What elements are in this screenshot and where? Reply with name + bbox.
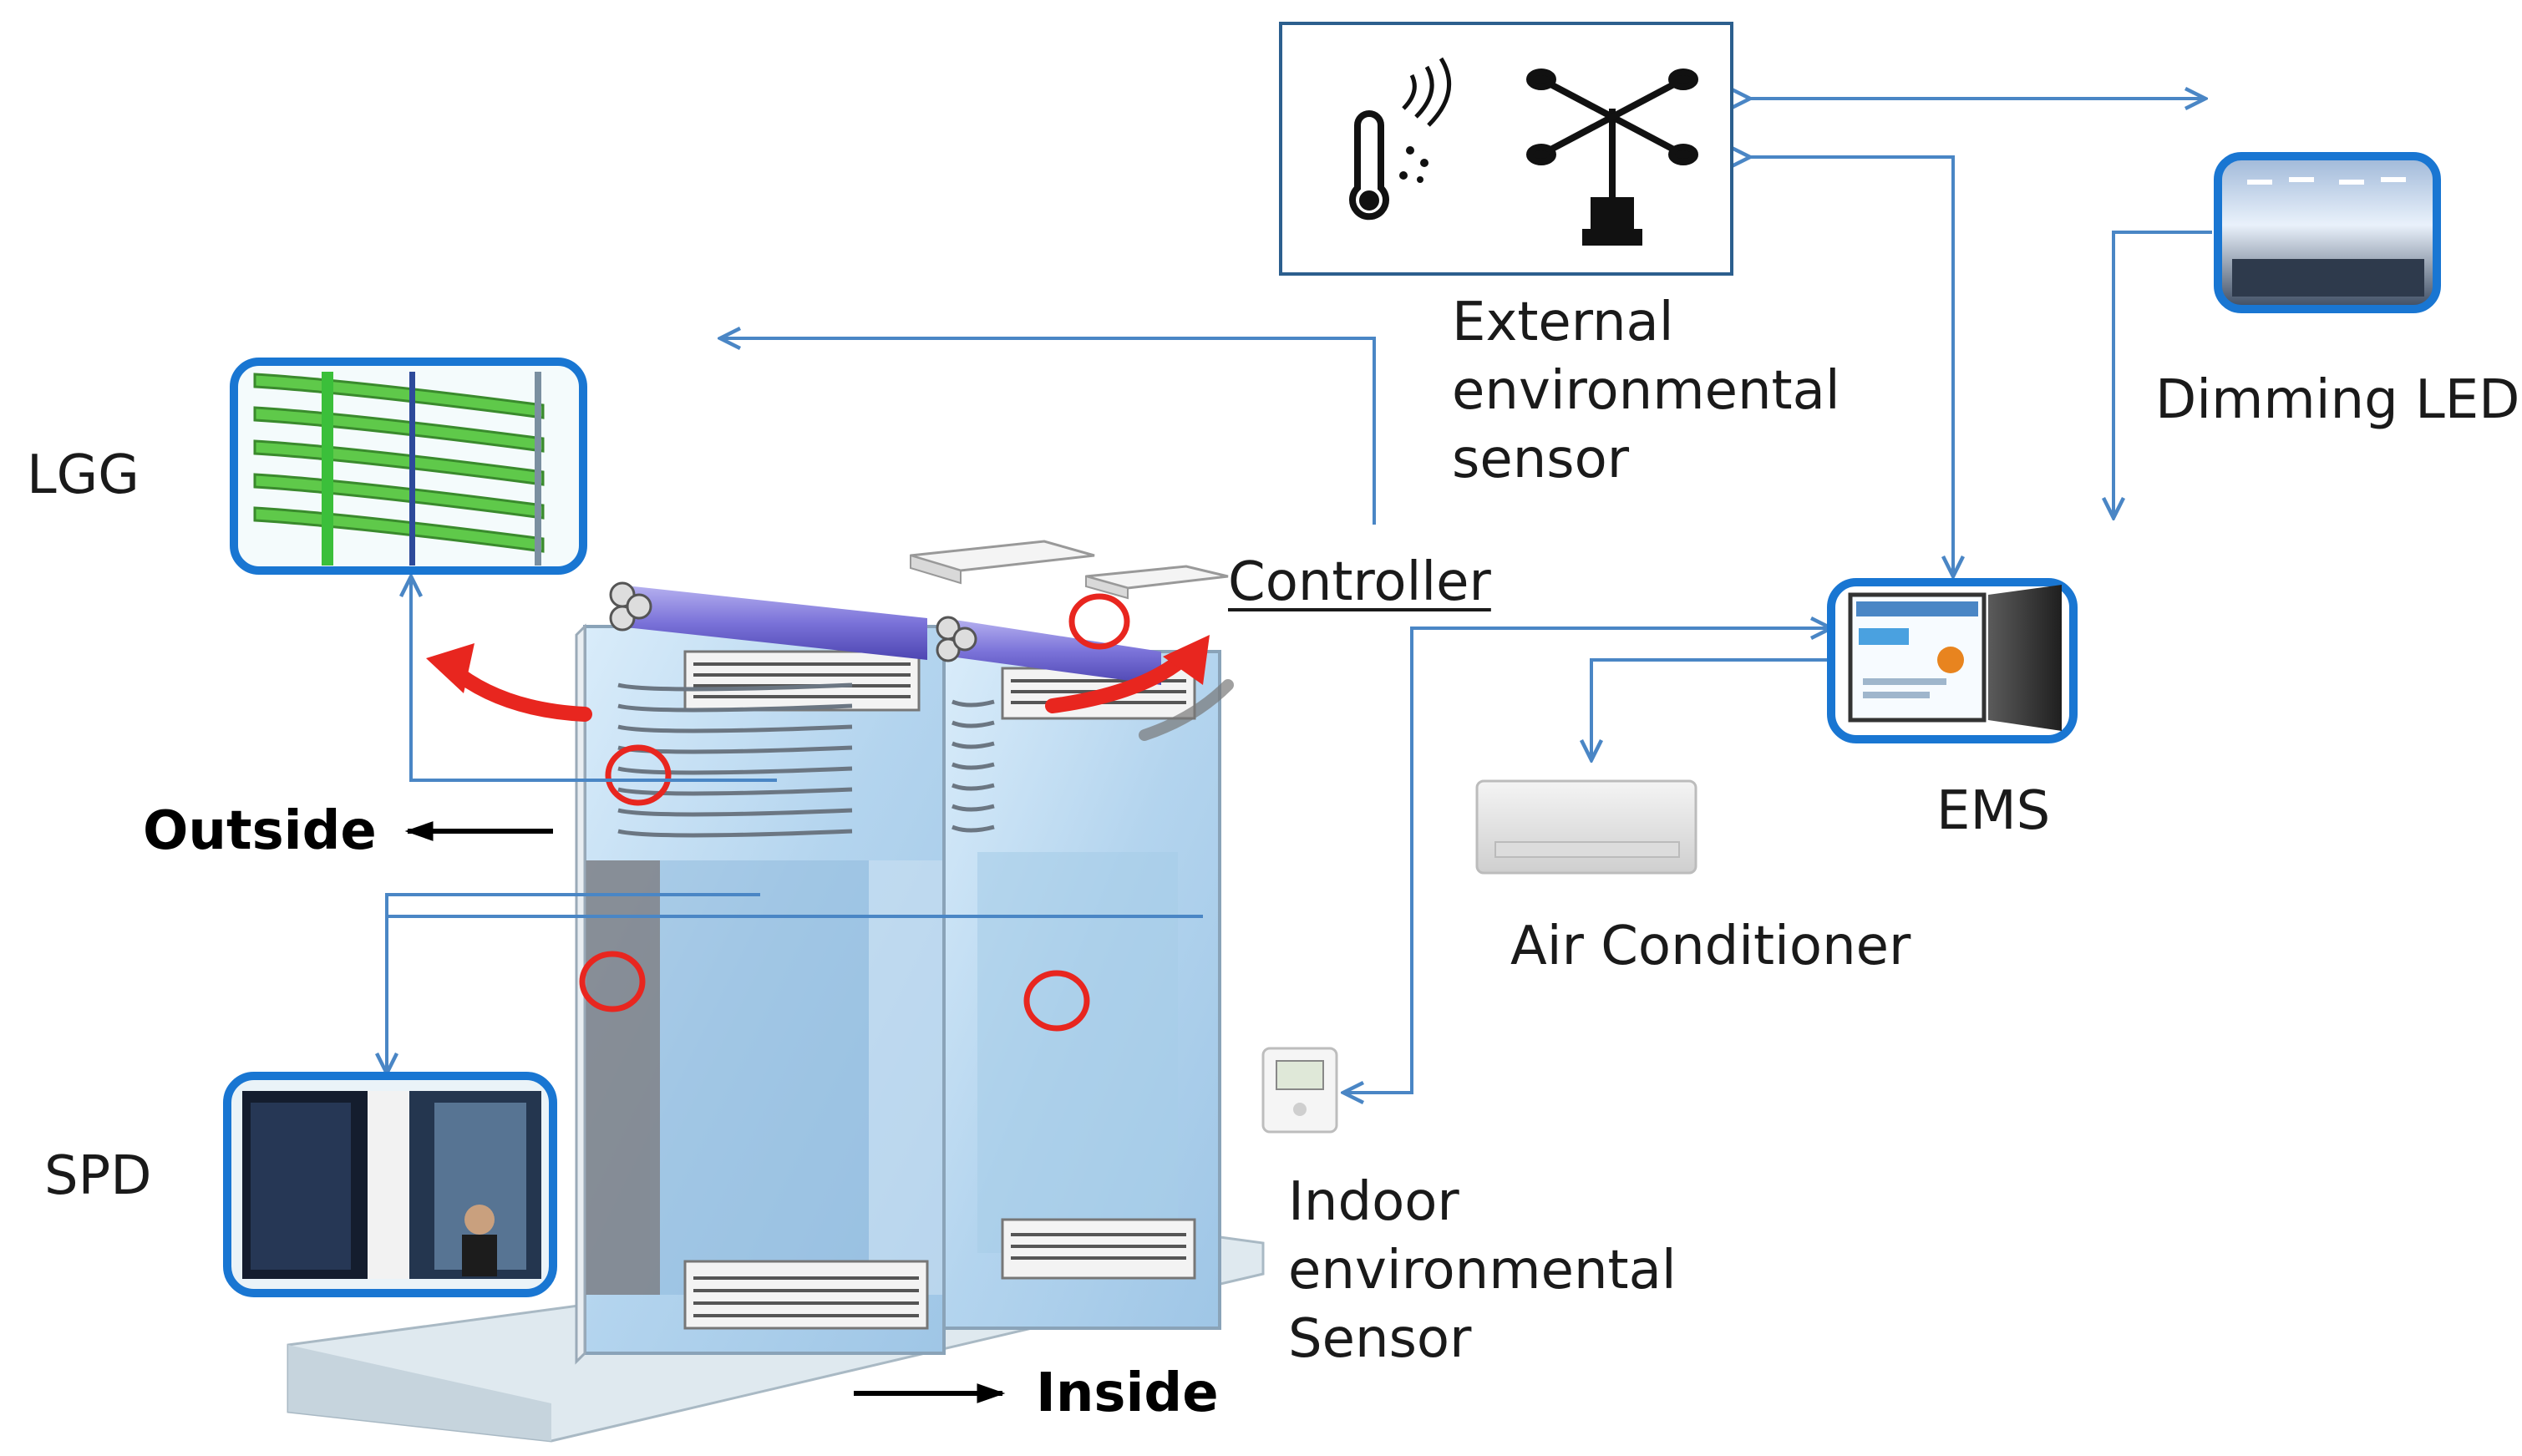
highlight-circle (1068, 593, 1130, 650)
connector-sensor-to-ems (1750, 157, 1953, 576)
label-line: sensor (1452, 429, 1630, 490)
highlight-circles (579, 593, 1130, 1032)
spd-image (223, 1072, 557, 1297)
facade-unit-left (575, 581, 946, 1365)
highlight-circle (1023, 970, 1090, 1032)
thermometer-icon (1349, 57, 1452, 221)
connector-ems-to-led (2114, 231, 2212, 518)
highlight-circle (605, 744, 672, 806)
label-spd: SPD (44, 1145, 152, 1207)
dimming-led-image (2214, 152, 2441, 313)
label-line: environmental (1288, 1240, 1677, 1301)
connector-ems-to-ac (1591, 660, 1831, 760)
anemometer-icon (1526, 68, 1698, 246)
controller-device (910, 540, 1229, 600)
connector-lines (387, 99, 2212, 1093)
lgg-image (230, 358, 587, 575)
highlight-circle (579, 951, 646, 1012)
label-dimming-led: Dimming LED (2155, 369, 2520, 431)
label-line: Sensor (1288, 1308, 1472, 1370)
label-line: environmental (1452, 360, 1840, 422)
label-lgg: LGG (27, 444, 140, 506)
connector-controller-to-lgg (720, 338, 1376, 525)
airflow-arrows (426, 635, 1234, 741)
air-conditioner-unit (1475, 779, 1697, 875)
label-indoor-environmental-sensor: Indoor environmental Sensor (1288, 1168, 1677, 1373)
label-external-environmental-sensor: External environmental sensor (1452, 288, 1840, 494)
connector-facade-to-lgg (411, 576, 777, 782)
ems-monitor (1827, 578, 2078, 743)
connector-facade-to-spd (387, 893, 760, 1073)
label-controller: Controller (1228, 551, 1491, 613)
label-line: Indoor (1288, 1171, 1459, 1233)
label-inside: Inside (1036, 1362, 1219, 1424)
indoor-sensor-device (1261, 1047, 1338, 1134)
label-line: External (1452, 292, 1674, 353)
label-ems: EMS (1936, 780, 2051, 842)
external-sensor-box (1279, 22, 1733, 276)
direction-arrows (404, 821, 1006, 1403)
label-outside: Outside (143, 800, 377, 862)
label-air-conditioner: Air Conditioner (1510, 916, 1911, 977)
